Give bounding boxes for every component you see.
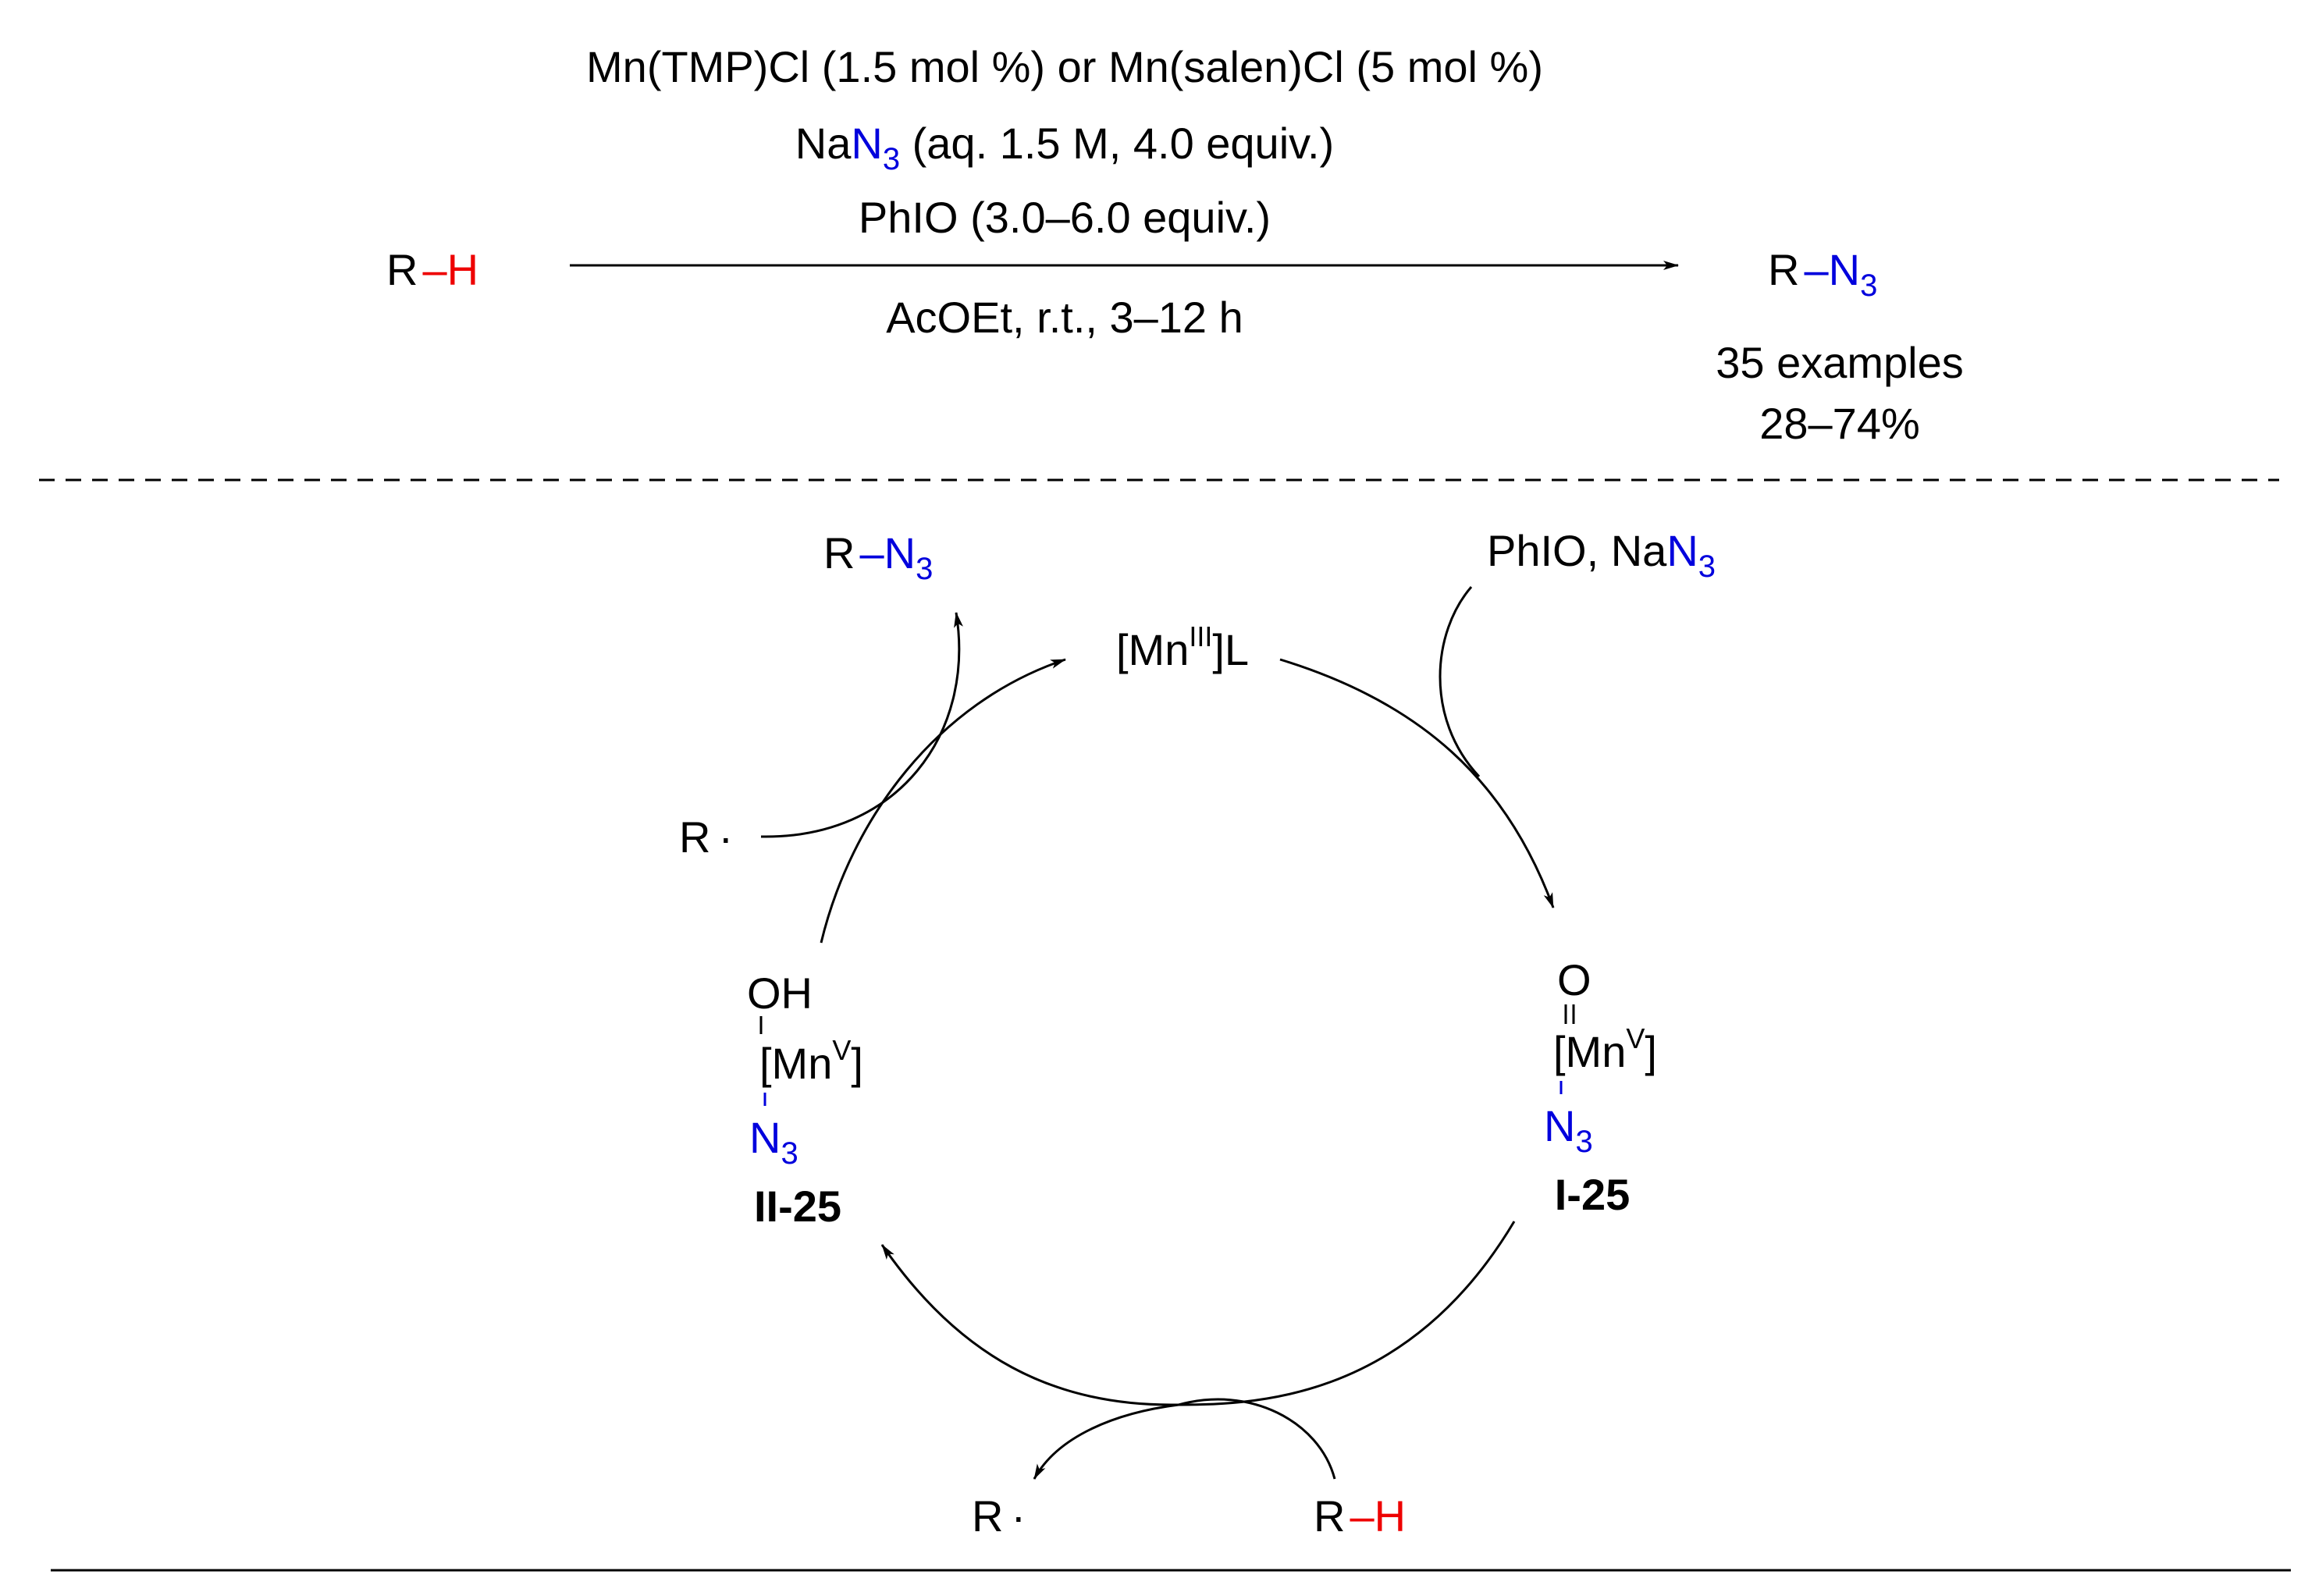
catalyst-oxidation-state: III (1189, 620, 1212, 652)
product-r-n3: R–N3 (1768, 245, 1877, 303)
azide-subscript: 3 (883, 142, 900, 176)
azide-n: N (851, 119, 882, 168)
hat-arrow (1033, 1398, 1336, 1480)
oxo-ligand: O (1557, 955, 1591, 1004)
cycle-arrow-II25-to-catalyst (820, 658, 1066, 944)
azide-conditions: NaN3 (aq. 1.5 M, 4.0 equiv.) (795, 119, 1334, 176)
mn-v-center: [MnV] (759, 1034, 863, 1088)
catalyst-label: [MnIII]L (1116, 620, 1249, 674)
radical-bottom: R· (972, 1491, 1026, 1541)
intermediate-I25: O [MnV] N3 I-25 (1544, 955, 1657, 1219)
cycle-product: R–N3 (823, 528, 933, 586)
cycle-reagents: PhIO, NaN3 (1487, 526, 1716, 584)
oxidant-conditions: PhIO (3.0–6.0 equiv.) (859, 193, 1271, 242)
azide-ligand: N3 (749, 1113, 798, 1171)
compound-label-II25: II-25 (754, 1182, 841, 1231)
mn-v-center: [MnV] (1553, 1022, 1657, 1076)
rebound-arrow (760, 612, 963, 838)
example-count: 35 examples (1716, 338, 1964, 387)
cycle-arrow-I25-to-II25 (880, 1221, 1516, 1406)
compound-label-I25: I-25 (1555, 1170, 1631, 1219)
reactant-bond: – (422, 245, 447, 294)
reactant-h: H (447, 245, 478, 294)
reactant-r-h: R–H (386, 245, 478, 294)
catalytic-cycle: [MnIII]L PhIO, NaN3 R–N3 R· O [MnV] N3 I… (679, 526, 1716, 1541)
reactant-r: R (386, 245, 418, 294)
intermediate-II25: OH [MnV] N3 II-25 (747, 969, 863, 1231)
overall-reaction: R–H Mn(TMP)Cl (1.5 mol %) or Mn(salen)Cl… (386, 42, 1964, 448)
azide-ligand: N3 (1544, 1101, 1593, 1159)
hydroxo-ligand: OH (747, 969, 813, 1018)
catalyst-conditions: Mn(TMP)Cl (1.5 mol %) or Mn(salen)Cl (5 … (586, 42, 1543, 91)
radical-left: R· (679, 812, 733, 862)
yield-range: 28–74% (1759, 399, 1920, 448)
substrate-bottom: R–H (1314, 1491, 1406, 1541)
solvent-conditions: AcOEt, r.t., 3–12 h (886, 293, 1243, 342)
reagent-entry-curve (1439, 586, 1481, 778)
cycle-arrow-catalyst-to-I25 (1279, 658, 1555, 908)
